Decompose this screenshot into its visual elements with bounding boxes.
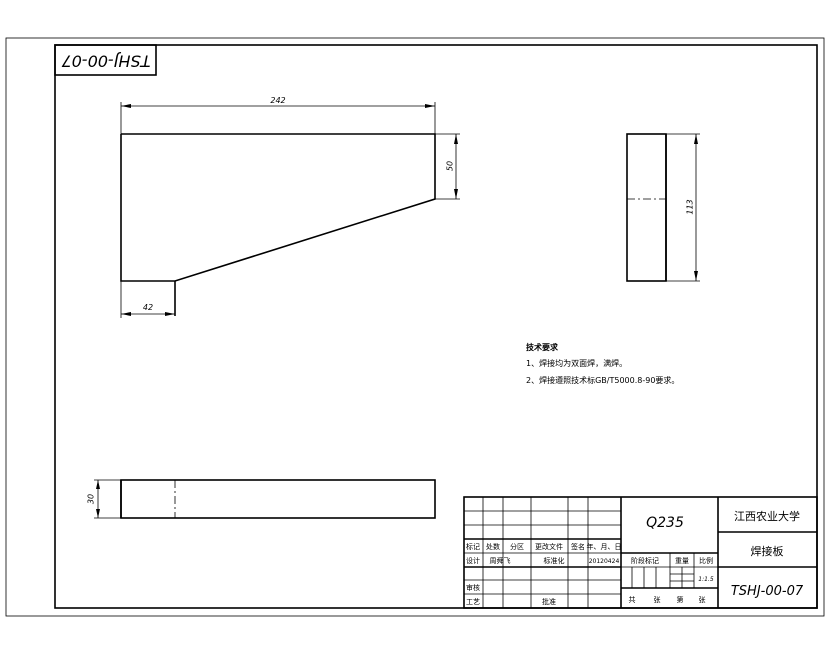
tb-page-label-2: 张 — [699, 595, 706, 604]
tb-label-count: 处数 — [486, 542, 500, 551]
tb-date: 20120424 — [589, 558, 620, 565]
tb-designer-name: 周舜飞 — [490, 556, 511, 565]
dim-bottom-width: 42 — [143, 303, 153, 312]
tb-label-change-doc: 更改文件 — [535, 542, 563, 551]
tb-scale-label: 比例 — [699, 556, 713, 565]
outer-frame — [5, 37, 825, 617]
tb-review-label: 审核 — [466, 583, 480, 592]
notes-line-1: 1、焊接均为双面焊，满焊。 — [526, 358, 627, 368]
tb-stage-label: 阶段标记 — [631, 556, 659, 565]
tb-label-signature: 签名 — [571, 542, 585, 551]
dim-top-width: 242 — [270, 96, 285, 105]
bottom-view — [94, 479, 436, 519]
dim-right-height: 50 — [446, 161, 455, 171]
tb-label-date: 年、月、日 — [587, 542, 622, 551]
dim-side-height: 113 — [686, 199, 695, 214]
dim-bottom-thickness: 30 — [87, 494, 96, 504]
material-label: Q235 — [646, 515, 684, 531]
notes-line-2: 2、焊接遵照技术标GB/T5000.8-90要求。 — [526, 375, 679, 385]
notes-heading: 技术要求 — [526, 342, 559, 352]
code-stamp: TSHJ-00-07 — [61, 52, 151, 71]
tb-label-mark: 标记 — [466, 542, 480, 551]
tb-label-zone: 分区 — [510, 542, 524, 551]
title-block — [463, 496, 818, 609]
code-stamp-box — [54, 44, 157, 76]
side-view — [626, 133, 700, 282]
tb-sheet-label: 张 — [654, 595, 661, 604]
tb-total-label: 共 — [629, 595, 636, 604]
tb-scale-value: 1:1.5 — [698, 576, 714, 583]
tb-standard-label: 标准化 — [544, 556, 565, 565]
tb-weight-label: 重量 — [675, 557, 689, 565]
front-view — [120, 102, 460, 318]
inner-frame — [54, 44, 818, 609]
tb-craft-label: 工艺 — [466, 598, 480, 606]
tb-approve-label: 批准 — [542, 597, 556, 606]
school-name: 江西农业大学 — [734, 509, 800, 523]
part-name: 焊接板 — [751, 544, 784, 558]
tb-page-label: 第 — [677, 595, 684, 604]
drawing-code: TSHJ-00-07 — [731, 584, 804, 599]
tb-designer-label: 设计 — [466, 556, 480, 565]
